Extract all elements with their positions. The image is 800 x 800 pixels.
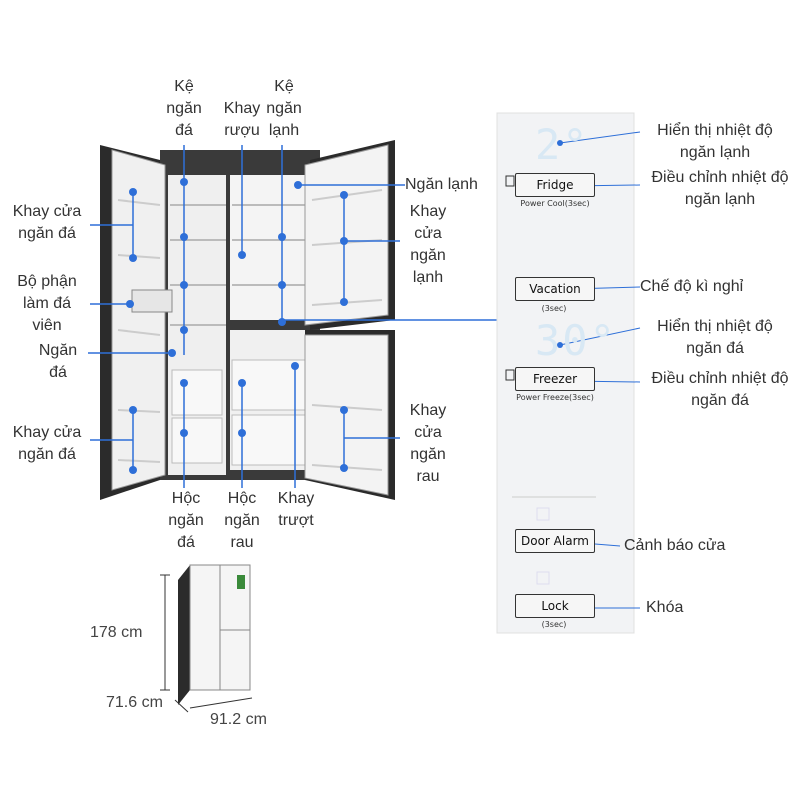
fridge-door-tray-label: Khay cửa ngăn lạnh: [409, 203, 447, 286]
vacation-sub-label: (3sec): [541, 304, 567, 313]
mini-fridge-side: [178, 565, 190, 705]
lock-button[interactable]: Lock: [515, 594, 595, 618]
veg-drawer-bottom: [231, 414, 309, 466]
vacation-button[interactable]: Vacation: [515, 277, 595, 301]
freezer-button[interactable]: Freezer: [515, 367, 595, 391]
fridge-button[interactable]: Fridge: [515, 173, 595, 197]
height-dimension: 178 cm: [90, 624, 143, 641]
wine-tray-label: Khay rượu: [223, 100, 261, 139]
fridge-door-inner: [304, 144, 389, 326]
freezer-drawer-top: [171, 369, 223, 416]
ice-maker-box: [131, 289, 173, 313]
veg-door-inner: [304, 334, 389, 496]
lock-sub-label: (3sec): [541, 620, 567, 629]
freezer-door-inner: [111, 149, 166, 491]
lock-label: Khóa: [646, 599, 684, 616]
freezer-label: Ngăn đá: [38, 342, 78, 381]
fridge-temp-display: 2°: [535, 120, 590, 169]
depth-dimension: 71.6 cm: [106, 694, 163, 711]
freezer-mode-icon: [505, 369, 515, 381]
fridge-sub-label: Power Cool(3sec): [520, 199, 590, 208]
freezer-drawer-label: Hộc ngăn đá: [168, 490, 204, 551]
slide-tray-label: Khay trượt: [277, 490, 315, 529]
fridge-shelf-label: Kệ ngăn lạnh: [266, 78, 302, 139]
freezer-temp-display: 30°: [535, 316, 617, 365]
freezer-drawer-bottom: [171, 417, 223, 464]
vacation-label: Chế độ kì nghỉ: [640, 278, 744, 295]
fridge-compartment-label: Ngăn lạnh: [405, 176, 478, 193]
freezer-adjust-label: Điều chỉnh nhiệt độ ngăn đá: [651, 370, 789, 409]
fridge-adjust-label: Điều chỉnh nhiệt độ ngăn lạnh: [651, 169, 789, 208]
freezer-display-label: Hiển thị nhiệt độ ngăn đá: [657, 318, 773, 357]
veg-drawer-label: Hộc ngăn rau: [224, 490, 260, 551]
fridge-mode-icon: [505, 175, 515, 187]
fridge-display-label: Hiển thị nhiệt độ ngăn lạnh: [657, 122, 773, 161]
width-dimension: 91.2 cm: [210, 711, 267, 728]
freezer-shelf-label: Kệ ngăn đá: [166, 78, 202, 139]
door-alarm-button[interactable]: Door Alarm: [515, 529, 595, 553]
ice-door-shelf-top-label: Khay cửa ngăn đá: [12, 203, 82, 242]
door-alarm-label: Cảnh báo cửa: [624, 537, 726, 554]
ice-door-shelf-bottom-label: Khay cửa ngăn đá: [12, 424, 82, 463]
ice-maker-label: Bộ phận làm đá viên: [17, 273, 77, 334]
freezer-sub-label: Power Freeze(3sec): [516, 393, 594, 402]
veg-door-tray-label: Khay cửa ngăn rau: [409, 402, 447, 485]
fridge-interior-top: [230, 175, 312, 320]
